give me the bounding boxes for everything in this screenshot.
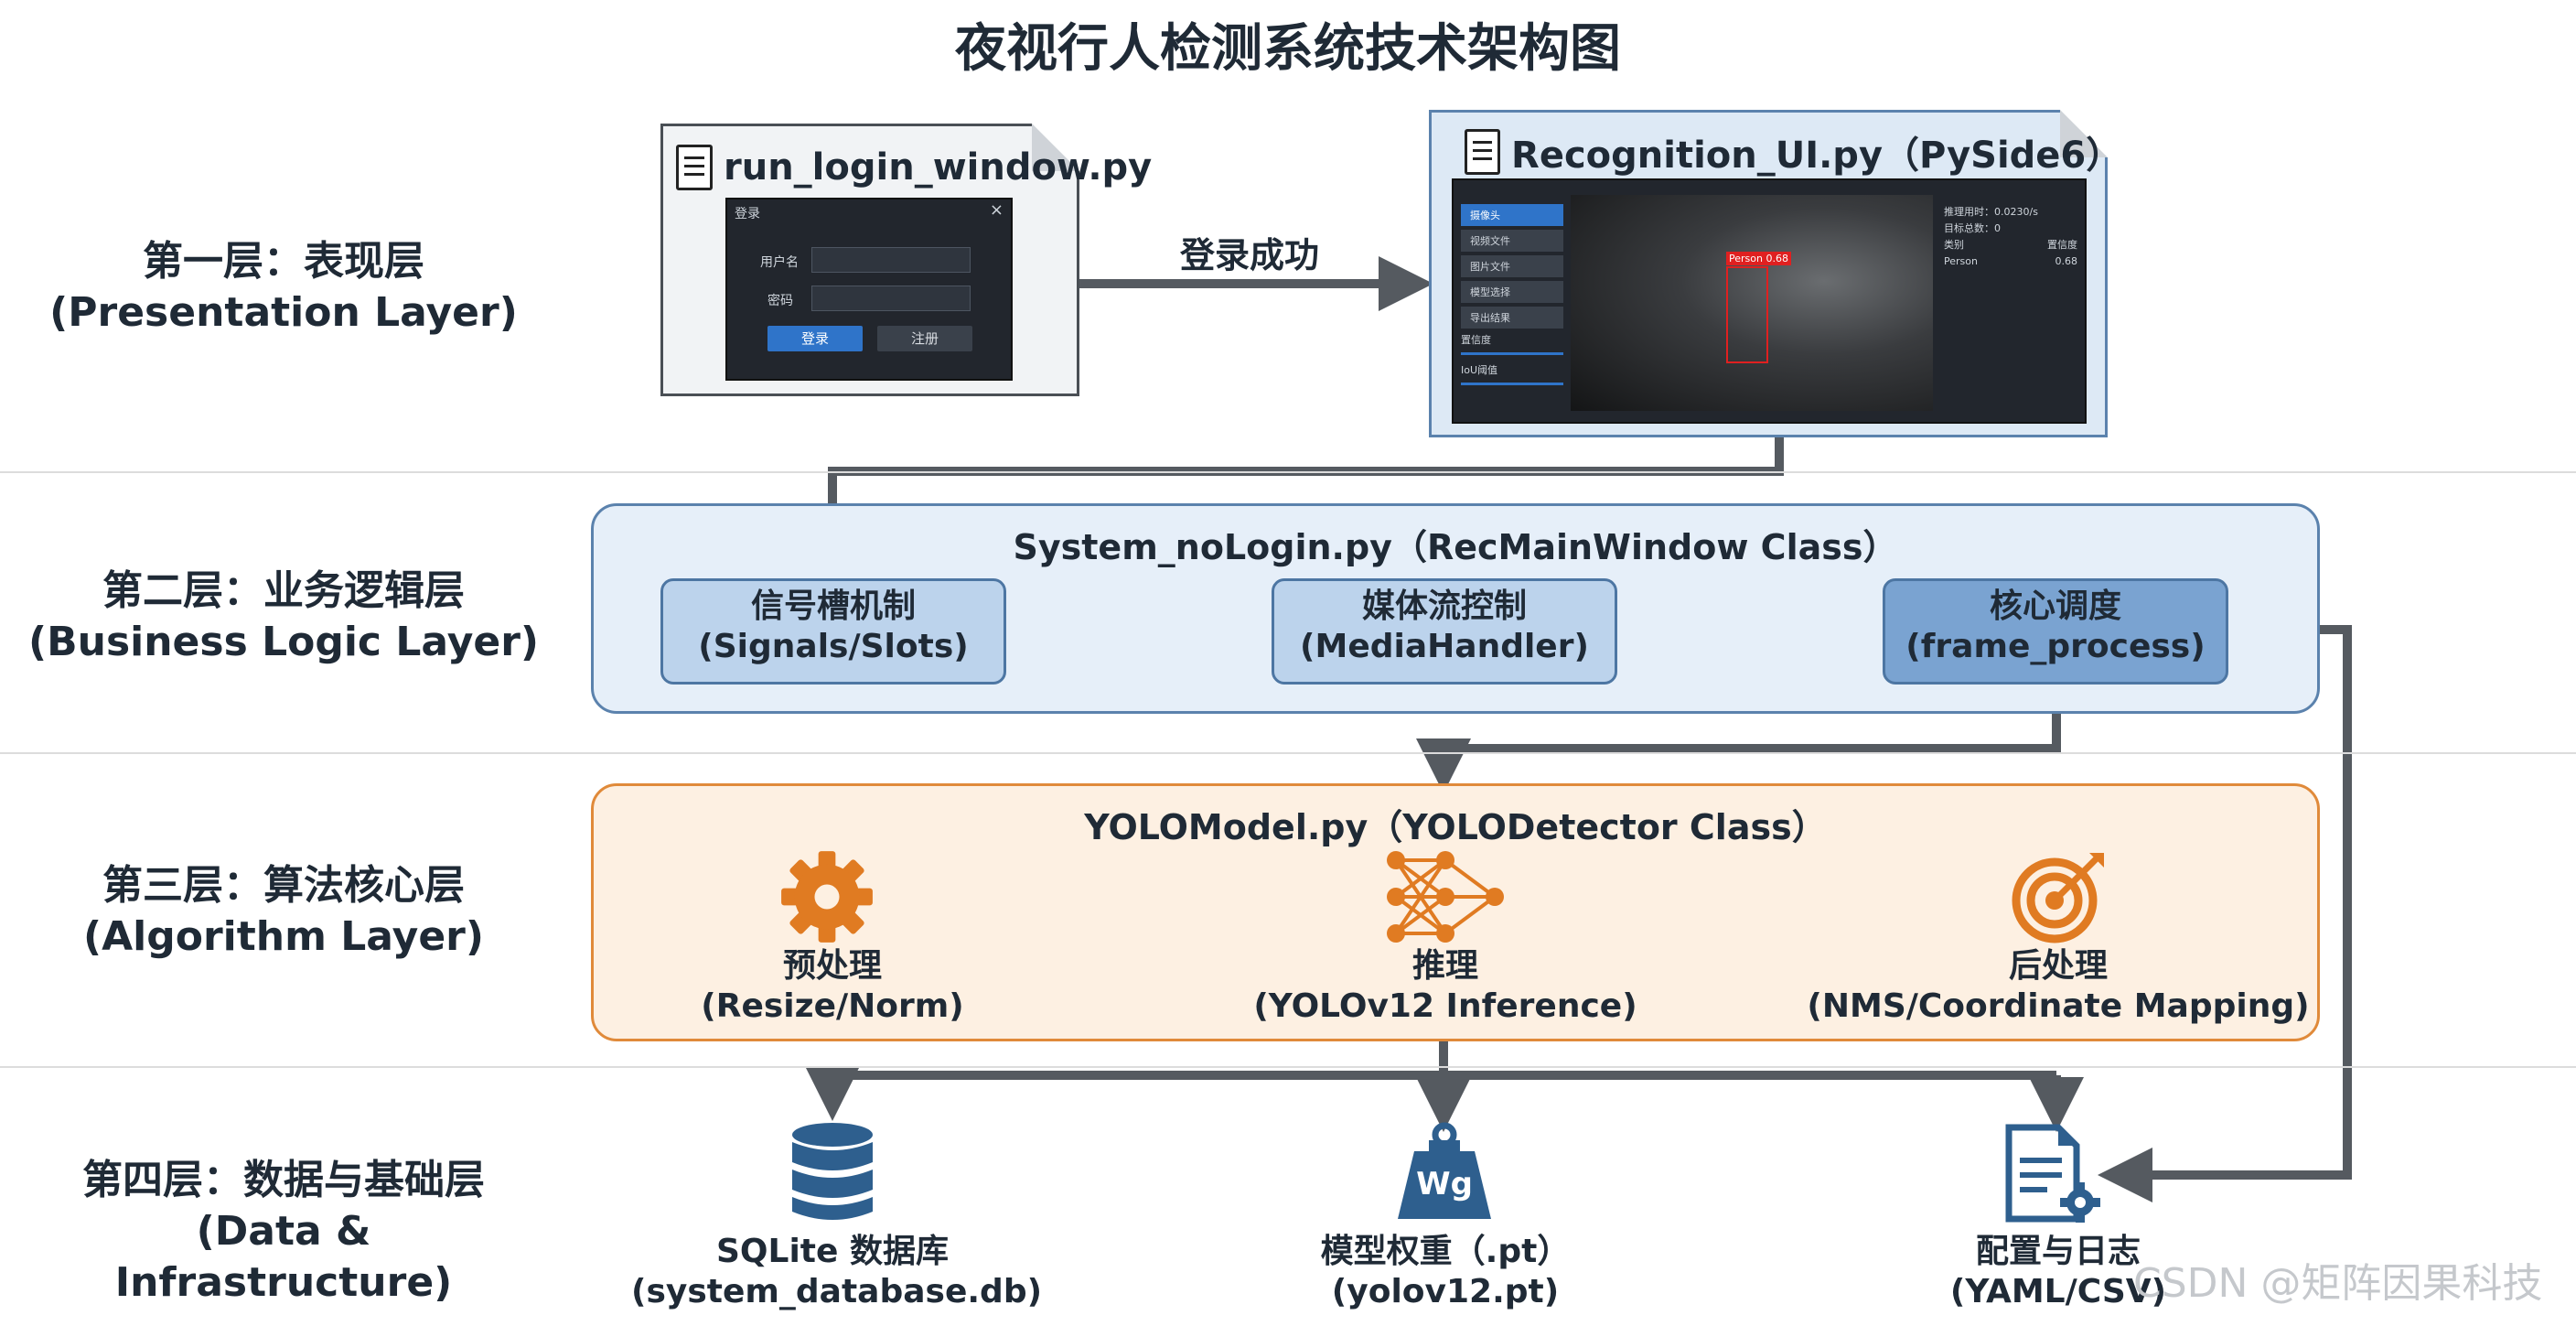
target-icon [2012, 853, 2104, 943]
register-button[interactable]: 注册 [877, 326, 972, 351]
layer-label-algorithm: 第三层：算法核心层(Algorithm Layer) [83, 862, 484, 960]
table-header: 类别 置信度 [1944, 239, 2077, 251]
menu-item-video[interactable]: 视频文件 [1461, 230, 1563, 252]
ui-file-name: Recognition_UI.py（PySide6） [1465, 125, 2122, 178]
password-input[interactable] [811, 286, 971, 311]
frame-process-box: 核心调度 (frame_process) [1883, 578, 2228, 685]
table-row[interactable]: Person 0.68 [1944, 255, 2077, 267]
inference-time: 推理用时：0.0230/s [1944, 206, 2038, 218]
iou-slider[interactable] [1461, 383, 1563, 385]
username-label: 用户名 [760, 255, 799, 270]
close-icon[interactable]: × [989, 200, 1004, 220]
detection-box [1726, 266, 1768, 363]
night-video-view: Person 0.68 [1571, 195, 1933, 411]
file-icon [676, 145, 713, 190]
file-icon [1465, 129, 1501, 175]
side-menu: 摄像头 视频文件 图片文件 模型选择 导出结果 置信度 IoU阈值 [1461, 204, 1563, 385]
layer-label-infra: 第四层：数据与基础层(Data & Infrastructure) [82, 1157, 485, 1306]
page-fold [2060, 110, 2108, 157]
iou-label: IoU阈值 [1461, 364, 1498, 376]
results-panel: 推理用时：0.0230/s 目标总数：0 类别 置信度 Person 0.68 [1944, 204, 2077, 270]
detection-label: Person 0.68 [1726, 252, 1791, 265]
business-panel-title: System_noLogin.py（RecMainWindow Class） [1013, 527, 1898, 567]
username-input[interactable] [811, 247, 971, 273]
database-label: SQLite 数据库 (system_database.db) [631, 1233, 1043, 1310]
neural-network-icon [1387, 851, 1504, 943]
login-file-card: run_login_window.py 登录 × 用户名 密码 登录 注册 [660, 124, 1152, 396]
weight-icon-text: Wg [1416, 1166, 1473, 1202]
layer-divider [0, 471, 2576, 473]
login-window-title: 登录 [735, 207, 760, 221]
target-count: 目标总数：0 [1944, 222, 2001, 234]
config-file-icon [2005, 1124, 2100, 1223]
login-button[interactable]: 登录 [767, 326, 863, 351]
login-file-name: run_login_window.py [676, 145, 1152, 190]
config-log-label: 配置与日志 (YAML/CSV) [1949, 1233, 2167, 1310]
menu-item-camera[interactable]: 摄像头 [1461, 204, 1563, 226]
password-label: 密码 [767, 294, 793, 308]
login-window: 登录 × 用户名 密码 登录 注册 [725, 198, 1013, 381]
signals-slots-box: 信号槽机制 (Signals/Slots) [660, 578, 1006, 685]
layer-label-presentation: 第一层：表现层(Presentation Layer) [49, 238, 518, 336]
confidence-slider[interactable] [1461, 352, 1563, 355]
gear-icon [781, 851, 873, 943]
menu-item-export[interactable]: 导出结果 [1461, 307, 1563, 329]
layer-divider [0, 1066, 2576, 1068]
database-icon [792, 1123, 873, 1220]
preprocess-label: 预处理 (Resize/Norm) [701, 947, 964, 1025]
arrow-core-to-algorithm [1416, 685, 2061, 793]
layer-divider [0, 752, 2576, 754]
inference-label: 推理 (YOLOv12 Inference) [1253, 947, 1637, 1025]
recognition-ui-card: Recognition_UI.py（PySide6） 摄像头 视频文件 图片文件… [1429, 110, 2122, 437]
login-success-label: 登录成功 [1180, 235, 1320, 275]
media-handler-box: 媒体流控制 (MediaHandler) [1272, 578, 1617, 685]
algorithm-panel-title: YOLOModel.py（YOLODetector Class） [1084, 807, 1827, 847]
page-title: 夜视行人检测系统技术架构图 [955, 19, 1621, 79]
watermark: CSDN @矩阵因果科技 [2133, 1260, 2543, 1307]
menu-item-image[interactable]: 图片文件 [1461, 255, 1563, 277]
menu-item-model[interactable]: 模型选择 [1461, 281, 1563, 303]
postprocess-label: 后处理 (NMS/Coordinate Mapping) [1807, 947, 2310, 1025]
page-fold [1032, 124, 1079, 171]
layer-label-business: 第二层：业务逻辑层(Business Logic Layer) [27, 567, 540, 665]
weights-label: 模型权重（.pt） (yolov12.pt) [1320, 1233, 1571, 1310]
weight-icon [1398, 1122, 1491, 1219]
confidence-label: 置信度 [1461, 334, 1491, 346]
recognition-window: 摄像头 视频文件 图片文件 模型选择 导出结果 置信度 IoU阈值 Person… [1452, 178, 2087, 424]
